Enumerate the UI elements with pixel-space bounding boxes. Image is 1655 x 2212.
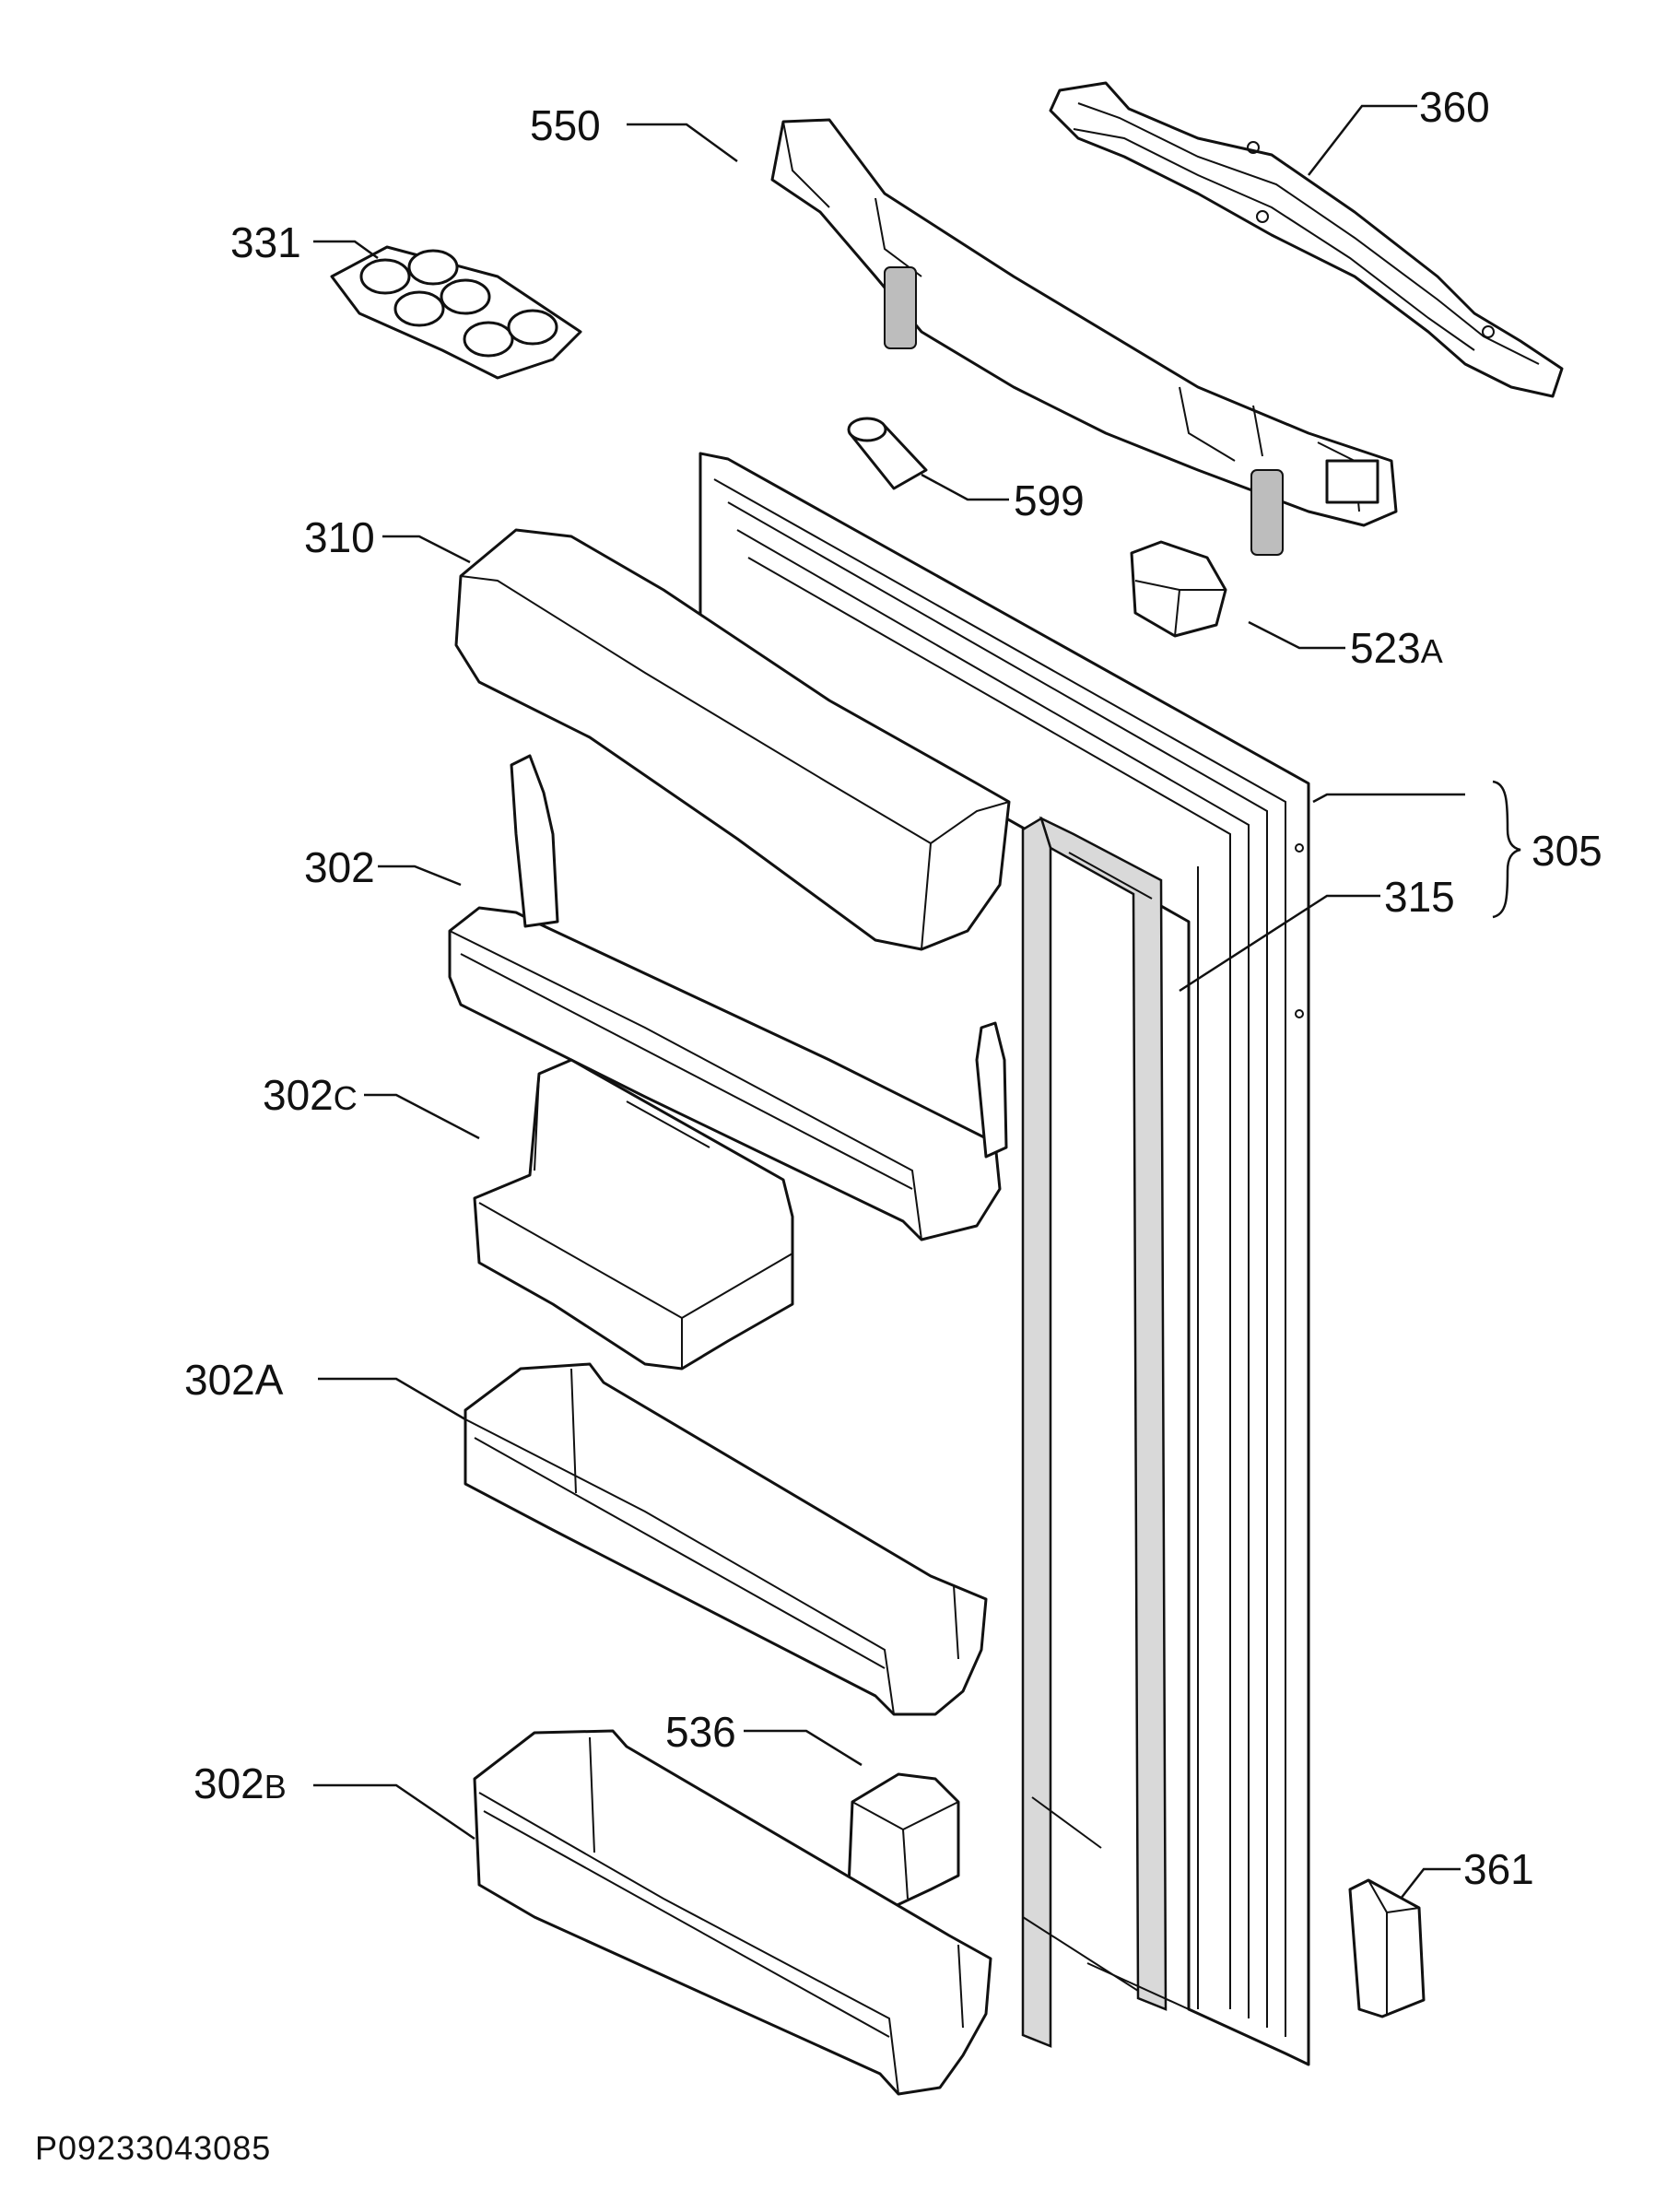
label-305: 305 [1532, 827, 1602, 875]
part-302c-small-box [473, 1058, 794, 1371]
label-361: 361 [1463, 1845, 1534, 1893]
part-361-bracket [1348, 1878, 1426, 2018]
part-360-hinge-bracket [1049, 81, 1564, 398]
part-523a-block [1130, 540, 1227, 638]
part-550-hinge-cover [770, 118, 1398, 556]
label-302c: 302C [263, 1071, 358, 1119]
label-302a: 302A [184, 1356, 284, 1404]
part-302b-door-shelf [473, 1729, 992, 2096]
label-599: 599 [1014, 477, 1085, 524]
label-523a: 523A [1350, 624, 1443, 672]
part-302-door-shelf [448, 754, 1008, 1241]
label-550: 550 [530, 101, 601, 149]
part-331-egg-tray [330, 245, 582, 380]
part-599-cylinder [847, 417, 928, 490]
part-310-dairy-cover [454, 528, 1011, 951]
part-302a-door-shelf [464, 1362, 988, 1716]
document-id: P09233043085 [35, 2129, 272, 2167]
label-315: 315 [1384, 873, 1455, 921]
label-331: 331 [230, 218, 301, 266]
label-536: 536 [665, 1708, 736, 1756]
label-360: 360 [1419, 83, 1490, 131]
label-302: 302 [304, 843, 375, 891]
label-302b: 302B [194, 1759, 287, 1807]
label-310: 310 [304, 513, 375, 561]
leader-lines [313, 104, 1521, 1900]
